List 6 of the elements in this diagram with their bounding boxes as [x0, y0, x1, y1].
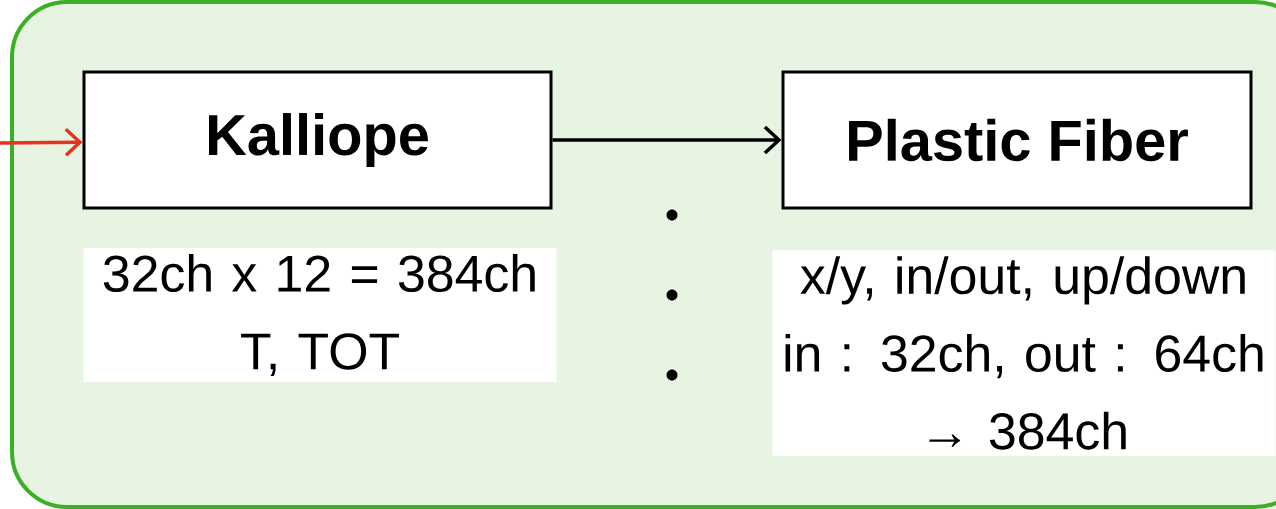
process-box: Kalliope	[82, 70, 553, 210]
arrow	[552, 125, 782, 155]
note-text: 32ch x 12 = 384ch T, TOT	[83, 248, 557, 382]
process-box: Plastic Fiber	[781, 70, 1253, 210]
arrow	[0, 128, 83, 157]
note-text: x/y, in/out, up/down in : 32ch, out : 64ch → 384ch	[772, 250, 1276, 456]
